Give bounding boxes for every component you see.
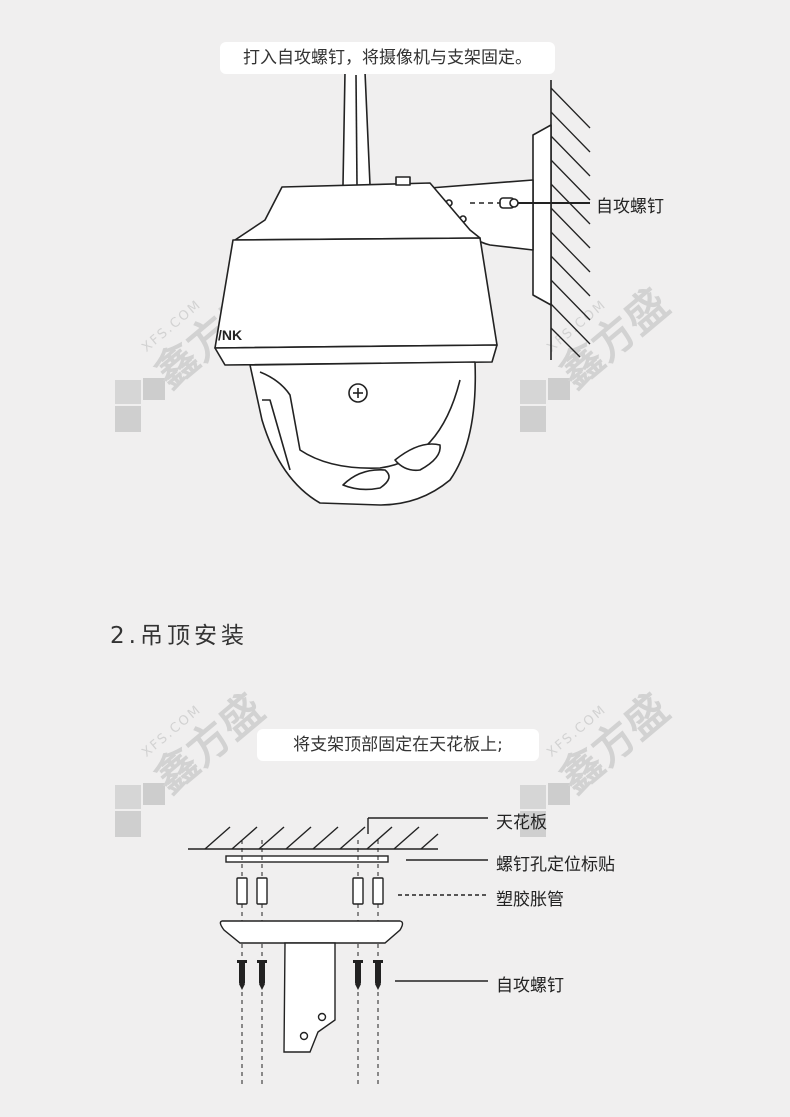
positioning-sticker bbox=[225, 855, 389, 863]
plastic-anchors bbox=[236, 877, 384, 905]
lens-window bbox=[342, 468, 390, 491]
section-title: 2.吊顶安装 bbox=[110, 623, 248, 649]
callout-bracket-screw: 自攻螺钉 bbox=[596, 197, 664, 217]
label-positioning-sticker: 螺钉孔定位标贴 bbox=[496, 855, 615, 875]
ceiling-hatching bbox=[204, 826, 439, 850]
ceiling-bracket-arm bbox=[283, 942, 336, 1053]
watermark-right-bottom: 鑫方盛 XFS.COM bbox=[520, 684, 678, 837]
ceiling-instruction: 将支架顶部固定在天花板上; bbox=[257, 729, 539, 761]
ceiling-mount-diagram bbox=[188, 817, 488, 1085]
label-plastic-anchor: 塑胶胀管 bbox=[496, 890, 564, 910]
tapping-screws bbox=[237, 960, 383, 990]
watermark-left-bottom: 鑫方盛 XFS.COM bbox=[115, 684, 273, 837]
wall-mount-diagram: /NK bbox=[214, 65, 591, 506]
watermark-right-top: 鑫方盛 XFS.COM bbox=[520, 279, 678, 432]
camera-brand-mark: /NK bbox=[218, 327, 242, 343]
camera-body bbox=[214, 237, 498, 349]
label-ceiling: 天花板 bbox=[496, 813, 547, 833]
top-instruction: 打入自攻螺钉，将摄像机与支架固定。 bbox=[220, 42, 555, 74]
wall-bracket bbox=[532, 124, 552, 306]
ceiling-bracket-plate bbox=[219, 920, 404, 944]
label-tapping-screw: 自攻螺钉 bbox=[496, 976, 564, 996]
wall-hatching bbox=[550, 87, 591, 358]
